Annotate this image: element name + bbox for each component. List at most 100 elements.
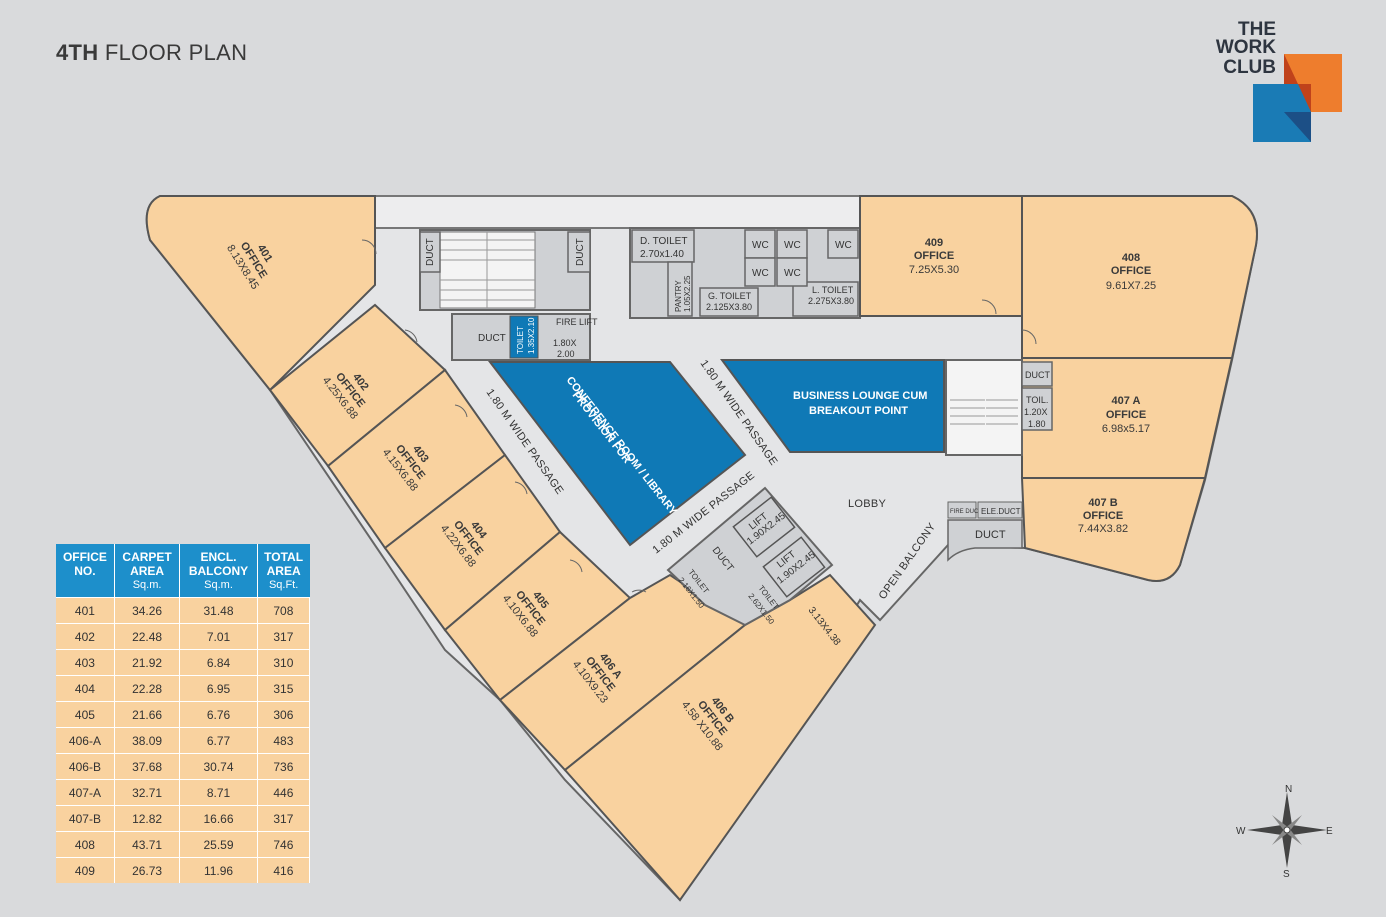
compass-w: W [1236,826,1246,837]
pantry-label: PANTRY [674,280,683,312]
svg-text:407 B: 407 B [1088,497,1117,509]
wc-5: WC [784,268,801,279]
office-409-label: 409 OFFICE 7.25X5.30 [909,237,959,276]
logo-line-2: WORK [1215,37,1276,58]
wc-1: WC [752,240,769,251]
logo-mark [1253,54,1342,142]
l-toilet-dims: 2.275X3.80 [808,296,854,306]
compass-rose: N S E W [1236,784,1333,880]
svg-text:OFFICE: OFFICE [1111,265,1151,277]
svg-text:9.61X7.25: 9.61X7.25 [1106,280,1156,292]
fire-lift-dims-1: 1.80X [553,338,577,348]
ele-duct [977,501,1023,519]
conference-room[interactable] [487,361,747,547]
logo-line-3: CLUB [1223,57,1276,78]
top-corridor [374,195,861,229]
logo-line-1: THE [1238,19,1276,40]
g-toilet [699,287,759,317]
office-409[interactable] [859,195,1023,317]
lobby-label: LOBBY [848,498,887,510]
duct-right [1021,361,1053,387]
l-toilet [792,281,859,317]
compass-s: S [1283,869,1290,880]
duct-right-label: DUCT [1025,370,1050,380]
office-407a-label: 407 A OFFICE 6.98x5.17 [1102,395,1150,435]
d-toilet-label: D. TOILET [640,236,687,247]
pantry-dims: 1.05X2.25 [683,275,692,312]
compass-n: N [1285,784,1292,795]
svg-text:408: 408 [1122,252,1140,264]
door-swings [361,239,1037,593]
l-toilet-label: L. TOILET [812,285,854,295]
wc-3: WC [835,240,852,251]
office-408[interactable] [1021,195,1258,359]
office-408-label: 408 OFFICE 9.61X7.25 [1106,252,1156,292]
toilet-core-label: TOILET [516,326,525,354]
lift-2 [762,536,826,598]
svg-text:OFFICE: OFFICE [1106,409,1146,421]
stair-right-steps [950,399,1018,425]
stair-steps [440,232,535,308]
wc-cubicles [744,229,859,287]
lounge-label-1: BUSINESS LOUNGE CUM [793,390,927,402]
office-407b-label: 407 B OFFICE 7.44X3.82 [1078,497,1128,535]
wc-2: WC [784,240,801,251]
svg-text:OFFICE: OFFICE [914,250,954,262]
lift-1 [732,496,796,558]
svg-text:407 A: 407 A [1112,395,1141,407]
office-407b[interactable] [1020,477,1207,582]
fire-duct [947,501,977,519]
d-toilet [631,229,695,263]
toil-right [1021,387,1053,431]
toilet-core-dims: 1.35X2.10 [527,317,536,354]
ele-duct-label: ELE.DUCT [981,507,1021,516]
toil-right-dims-1: 1.20X [1024,407,1048,417]
duct-1-label: DUCT [425,238,436,266]
fire-duct-label: FIRE DUCT [950,509,982,515]
duct-2 [567,231,591,273]
duct-2-label: DUCT [575,238,586,266]
office-401[interactable] [145,195,376,392]
wc-4: WC [752,268,769,279]
lounge-label-2: BREAKOUT POINT [809,405,908,417]
compass-e: E [1326,826,1333,837]
g-toilet-dims: 2.125X3.80 [706,302,752,312]
svg-text:409: 409 [925,237,943,249]
business-lounge[interactable] [720,359,945,453]
duct-lower-right-label: DUCT [975,529,1006,541]
duct-1 [419,231,441,273]
fire-lift-label: FIRE LIFT [556,317,598,327]
duct-3-label: DUCT [478,333,506,344]
toilet-core [509,315,539,359]
svg-text:7.44X3.82: 7.44X3.82 [1078,523,1128,535]
g-toilet-label: G. TOILET [708,291,752,301]
duct-lower-right [947,519,1023,562]
fire-lift-dims-2: 2.00 [557,349,575,359]
d-toilet-dims: 2.70x1.40 [640,249,684,260]
page-title: 4TH FLOOR PLAN [56,40,248,65]
svg-text:6.98x5.17: 6.98x5.17 [1102,423,1150,435]
toil-right-label: TOIL. [1026,395,1048,405]
pantry [667,261,693,317]
svg-text:7.25X5.30: 7.25X5.30 [909,264,959,276]
svg-text:OFFICE: OFFICE [1083,510,1123,522]
logo: THE WORK CLUB [1200,18,1350,148]
